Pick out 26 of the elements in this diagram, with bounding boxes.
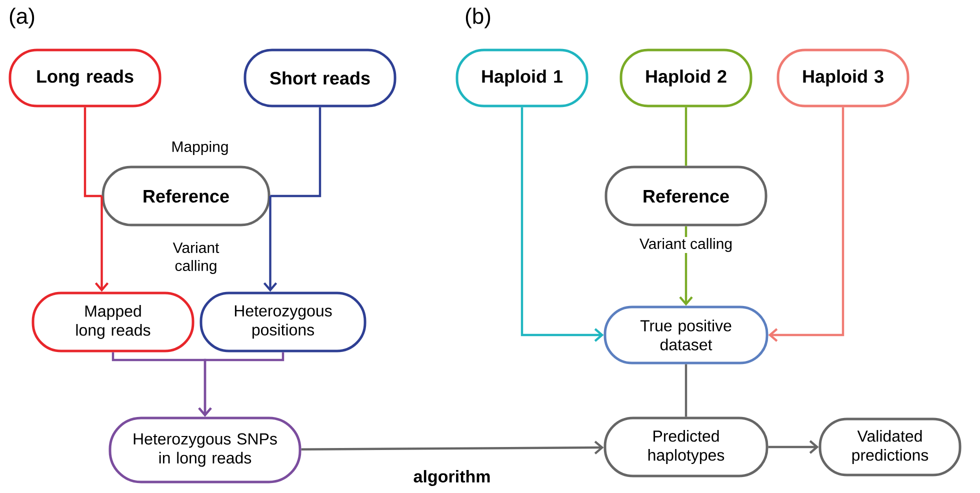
process-box: True positive dataset	[604, 306, 768, 364]
process-box: Reference	[102, 166, 270, 226]
panel-label: (a)	[8, 6, 36, 30]
step-label: Variant calling	[160, 241, 232, 275]
process-box: Heterozygous SNPs in long reads	[108, 416, 302, 484]
arrow	[94, 196, 109, 292]
process-box: Mapped long reads	[32, 292, 194, 352]
process-box: Haploid 1	[456, 48, 588, 108]
arrow	[263, 196, 278, 292]
process-box: Haploid 3	[776, 48, 910, 108]
process-box: Predicted haplotypes	[604, 416, 768, 478]
step-label: Variant calling	[638, 237, 734, 253]
panel-label: (b)	[464, 6, 492, 30]
process-box: Haploid 2	[620, 48, 752, 108]
process-box: Long reads	[8, 48, 162, 108]
arrow	[198, 352, 284, 417]
arrow	[520, 107, 604, 342]
arrow	[301, 440, 604, 454]
arrow	[768, 440, 819, 454]
process-box: Short reads	[244, 48, 396, 108]
step-label: Mapping	[170, 140, 230, 156]
process-box: Validated predictions	[818, 418, 962, 476]
process-box: Heterozygous positions	[200, 292, 366, 352]
edge-label: algorithm	[412, 469, 492, 487]
arrow	[768, 107, 844, 342]
process-box: Reference	[604, 166, 768, 226]
